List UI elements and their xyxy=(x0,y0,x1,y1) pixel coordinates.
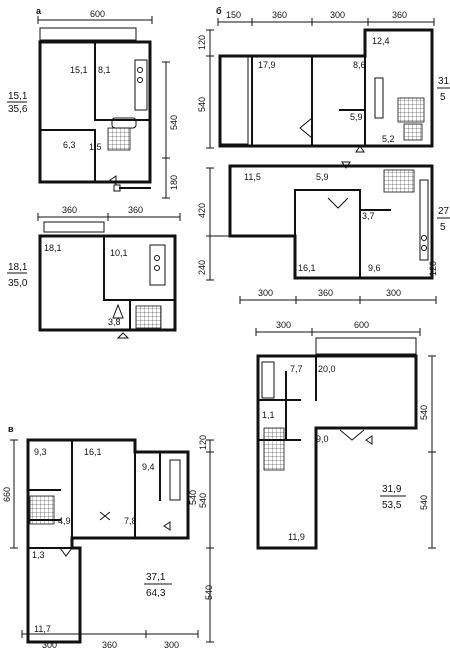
plan-b-upper: б 150 360 300 360 120 540 17,9 12,4 8,6 … xyxy=(197,6,450,153)
plan-a1-total-area: 35,6 xyxy=(8,104,28,115)
plan-b1-room-area-kitchen: 8,6 xyxy=(353,60,366,70)
plan-a-lower: 360 360 18,1 10,1 3,8 18,1 35,0 xyxy=(7,205,181,339)
plan-v-room-area-corridor: 7,8 xyxy=(124,516,137,526)
plan-a1-living-area: 15,1 xyxy=(8,91,28,102)
plan-b1-dim-top-4: 360 xyxy=(392,10,407,20)
plan-v-living-area: 37,1 xyxy=(146,572,166,583)
balcony xyxy=(39,27,137,41)
plan-v-room-area-bedroom-2: 11,7 xyxy=(34,624,51,634)
plan-a1-dim-right-2: 180 xyxy=(169,175,179,190)
plan-b1-total-area: 5 xyxy=(440,92,446,103)
plan-b3-dim-top-1: 300 xyxy=(276,320,291,330)
plan-a2-room-area-kitchen: 10,1 xyxy=(110,248,128,258)
plan-a-upper: а 600 15,1 8,1 6,3 1,5 15,1 35,6 xyxy=(7,6,179,199)
plan-v-dim-mid: 540 xyxy=(188,490,198,505)
plan-b1-room-area-living: 17,9 xyxy=(258,60,276,70)
plan-b1-dim-top-2: 360 xyxy=(272,10,287,20)
plan-b2-room-area-living: 16,1 xyxy=(298,263,316,273)
plan-v-room-area-bedroom: 9,3 xyxy=(34,447,47,457)
label-b: б xyxy=(216,6,222,16)
plan-b2-room-area-kitchen: 9,6 xyxy=(368,263,381,273)
plan-b2-living-area: 27 xyxy=(438,206,450,217)
plan-b2-dim-bottom-3: 300 xyxy=(386,288,401,298)
plan-v-room-area-storage: 1,3 xyxy=(32,550,45,560)
plan-v-dim-right-1: 120 xyxy=(198,435,208,450)
plan-b2-dim-right: 120 xyxy=(428,261,438,276)
plan-b1-dim-left-1: 120 xyxy=(197,35,207,50)
plan-v-room-area-living: 16,1 xyxy=(84,447,102,457)
plan-b-lower: 300 600 540 540 7,7 20,0 1,1 9,0 11,9 31… xyxy=(255,320,436,550)
bathroom xyxy=(107,127,131,151)
plan-b3-dim-right-2: 540 xyxy=(419,495,429,510)
plan-a2-room-area-hall: 3,8 xyxy=(108,317,121,327)
plan-b3-dim-right-1: 540 xyxy=(419,405,429,420)
plan-b2-total-area: 5 xyxy=(440,222,446,233)
plan-v-room-area-kitchen: 9,4 xyxy=(142,462,155,472)
plan-a2-dim-top-1: 360 xyxy=(62,205,77,215)
plan-a1-room-area-kitchen: 8,1 xyxy=(98,65,111,75)
plan-b3-dim-top-2: 600 xyxy=(354,320,369,330)
plan-v-room-area-hall: 4,9 xyxy=(58,516,71,526)
plan-b1-dim-top-3: 300 xyxy=(330,10,345,20)
plan-b1-room-area-storage: 5,2 xyxy=(382,134,395,144)
plan-b3-room-area-bedroom: 11,9 xyxy=(288,532,305,542)
plan-a1-room-area-hall: 6,3 xyxy=(63,140,76,150)
plan-a2-living-area: 18,1 xyxy=(8,262,28,273)
plan-v-dim-bottom-1: 300 xyxy=(42,640,57,650)
plan-a2-room-area-living: 18,1 xyxy=(44,243,62,253)
plan-b3-room-area-storage: 1,1 xyxy=(262,410,275,420)
plan-b1-dim-top-1: 150 xyxy=(226,10,241,20)
plan-a1-dim-top: 600 xyxy=(90,9,105,19)
plan-b-middle: 420 240 11,5 5,9 16,1 3,7 9,6 27 5 120 3… xyxy=(197,161,450,304)
plan-b2-dim-left-2: 240 xyxy=(197,260,207,275)
plan-v-dim-bottom-3: 300 xyxy=(164,640,179,650)
plan-a2-total-area: 35,0 xyxy=(8,278,28,289)
plan-b2-room-area-hall: 5,9 xyxy=(316,172,329,182)
plan-v-total-area: 64,3 xyxy=(146,588,166,599)
plan-a2-dim-top-2: 360 xyxy=(128,205,143,215)
plan-b3-room-area-living: 20,0 xyxy=(318,364,336,374)
plan-a1-dim-right-1: 540 xyxy=(169,115,179,130)
plan-b2-room-area-storage: 3,7 xyxy=(362,211,375,221)
plan-b1-room-area-hall: 5,9 xyxy=(350,112,363,122)
plan-a1-room-area-storage: 1,5 xyxy=(89,142,102,152)
plan-v-dim-right-3: 540 xyxy=(204,585,214,600)
plan-b2-room-area-bedroom: 11,5 xyxy=(244,172,261,182)
plan-v-dim-right-2: 540 xyxy=(198,493,208,508)
plan-b2-dim-left-1: 420 xyxy=(197,203,207,218)
plan-v: в 660 9,3 16,1 9,4 4,9 7,8 1,3 11,7 120 … xyxy=(2,424,214,650)
plan-b3-total-area: 53,5 xyxy=(382,500,402,511)
plan-b3-room-area-hall: 9,0 xyxy=(316,434,329,444)
label-v: в xyxy=(8,424,14,434)
plan-a1-outline xyxy=(38,40,152,184)
plan-b1-room-area-bedroom: 12,4 xyxy=(372,36,390,46)
plan-b1-living-area: 31 xyxy=(438,76,450,87)
plan-b2-dim-bottom-1: 300 xyxy=(258,288,273,298)
label-a: а xyxy=(36,6,42,16)
plan-b3-living-area: 31,9 xyxy=(382,484,402,495)
plan-v-dim-bottom-2: 360 xyxy=(102,640,117,650)
plan-b3-room-area-kitchen: 7,7 xyxy=(290,364,303,374)
plan-v-dim-left: 660 xyxy=(2,487,12,502)
plan-a1-room-area-living: 15,1 xyxy=(70,65,88,75)
plan-b1-dim-left-2: 540 xyxy=(197,97,207,112)
plan-b2-dim-bottom-2: 360 xyxy=(318,288,333,298)
